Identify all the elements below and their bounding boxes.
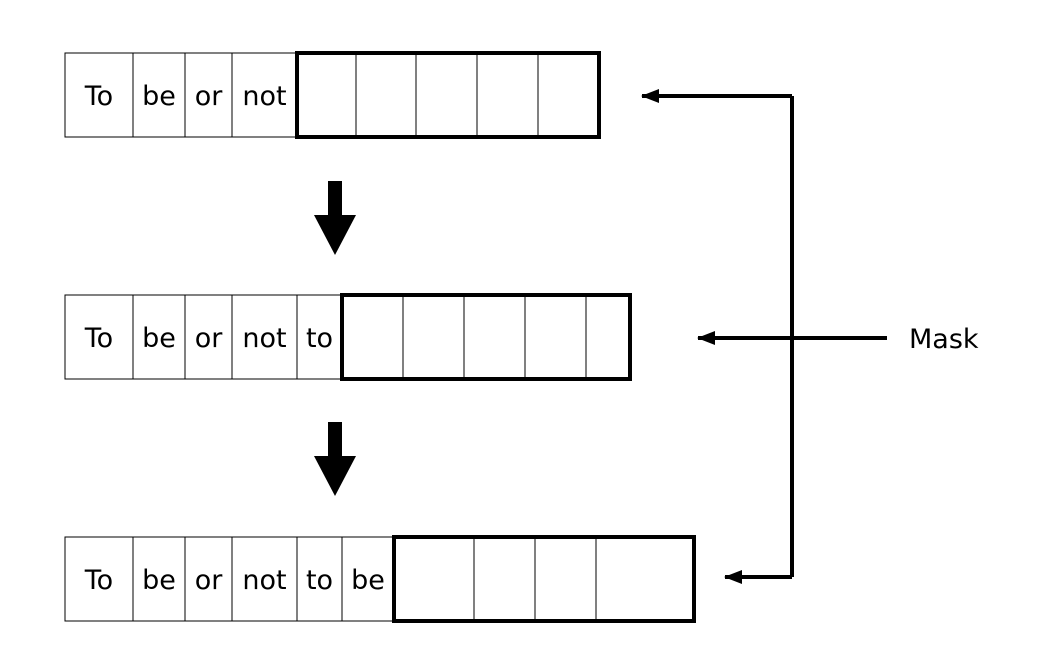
token-text: not xyxy=(242,323,286,354)
token-cell: or xyxy=(184,52,233,138)
token-cell: be xyxy=(132,536,186,622)
masked-region xyxy=(340,293,632,381)
token-cell: be xyxy=(132,294,186,380)
token-text: or xyxy=(195,81,224,112)
mask-connector xyxy=(641,89,887,584)
token-cell: be xyxy=(341,536,395,622)
token-text: or xyxy=(195,565,224,596)
token-text: to xyxy=(306,565,333,596)
token-text: be xyxy=(142,323,176,354)
token-cell: To xyxy=(64,294,134,380)
token-cell: not xyxy=(231,536,298,622)
token-cell: not xyxy=(231,52,298,138)
token-cell: or xyxy=(184,294,233,380)
token-text: to xyxy=(306,323,333,354)
token-text: be xyxy=(142,565,176,596)
token-cell: To xyxy=(64,536,134,622)
mask-arrow-head-2 xyxy=(697,331,715,345)
mask-arrow-head-3 xyxy=(724,570,742,584)
token-text: not xyxy=(242,565,286,596)
token-cell: be xyxy=(132,52,186,138)
down-arrow-1 xyxy=(314,181,356,255)
token-cell: to xyxy=(296,536,343,622)
token-text: not xyxy=(242,81,286,112)
token-text: or xyxy=(195,323,224,354)
masked-region xyxy=(392,535,696,623)
mask-label: Mask xyxy=(909,324,979,355)
token-cell: or xyxy=(184,536,233,622)
token-text: To xyxy=(84,565,113,596)
token-cell: To xyxy=(64,52,134,138)
token-text: be xyxy=(142,81,176,112)
masked-region xyxy=(295,51,601,139)
mask-arrow-head-1 xyxy=(641,89,659,103)
token-cell: to xyxy=(296,294,343,380)
token-text: To xyxy=(84,81,113,112)
token-cell: not xyxy=(231,294,298,380)
token-text: be xyxy=(351,565,385,596)
down-arrow-2 xyxy=(314,422,356,496)
token-text: To xyxy=(84,323,113,354)
